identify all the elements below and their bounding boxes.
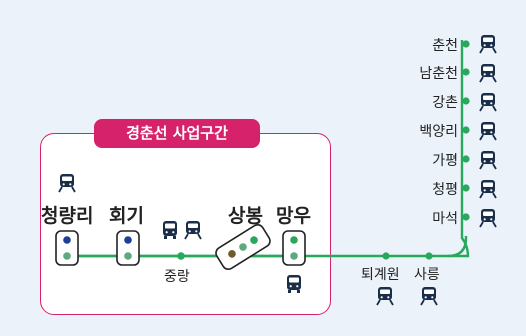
bus-icon (287, 275, 301, 293)
train-icon (479, 150, 497, 170)
project-section-badge: 경춘선 사업구간 (94, 119, 260, 148)
station-dot (462, 68, 470, 76)
station-label-mangu: 망우 (276, 205, 311, 227)
station-label-jungnang: 중랑 (164, 269, 190, 285)
station-marker-cheongnyangni (55, 230, 79, 266)
station-dot-sareung (425, 252, 433, 260)
station-dot (462, 40, 470, 48)
train-icon (479, 121, 497, 141)
station-label-hoegi: 회기 (109, 205, 144, 227)
station-marker-hoegi (116, 230, 140, 266)
train-icon (479, 92, 497, 112)
station-dot (462, 184, 470, 192)
station-label-toegyewon: 퇴계원 (361, 267, 400, 283)
right-train-icons (479, 34, 497, 228)
station-label-sangbong: 상봉 (228, 205, 263, 227)
line-route (62, 40, 470, 258)
train-icon (420, 286, 438, 306)
station-label-sareung: 사릉 (414, 267, 440, 283)
station-label-cheongnyangni: 청량리 (41, 205, 94, 227)
project-section-box (40, 133, 331, 315)
station-dot-toegyewon (382, 252, 390, 260)
station-label: 백양리 (419, 124, 458, 140)
station-dot (462, 155, 470, 163)
train-icon (479, 179, 497, 199)
station-label: 가평 (432, 153, 458, 169)
station-dot (462, 213, 470, 221)
station-label: 춘천 (432, 38, 458, 54)
station-label: 강촌 (432, 95, 458, 111)
station-dot-jungnang (177, 252, 185, 260)
train-icon (479, 63, 497, 83)
station-dot (462, 126, 470, 134)
station-label: 청평 (432, 182, 458, 198)
train-icon (58, 173, 76, 193)
right-station-dots (462, 40, 470, 221)
station-marker-sangbong (215, 223, 271, 271)
station-label: 마석 (432, 211, 458, 227)
bus-icon (163, 221, 177, 239)
station-label: 남춘천 (419, 66, 458, 82)
station-marker-mangu (282, 230, 306, 266)
train-icon (376, 286, 394, 306)
station-dot (462, 97, 470, 105)
train-icon (479, 208, 497, 228)
train-icon (184, 220, 202, 240)
train-icon (479, 34, 497, 54)
